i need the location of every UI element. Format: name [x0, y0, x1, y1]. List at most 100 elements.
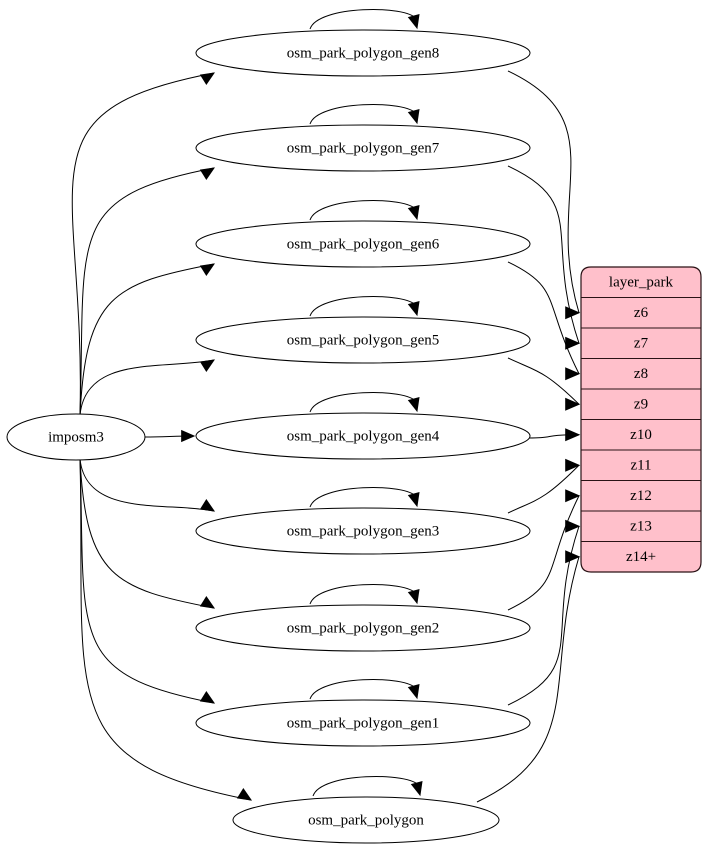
edge-path: [79, 458, 215, 512]
arrowhead-icon: [199, 499, 216, 512]
node-shape-ellipse: [232, 796, 500, 844]
node-imposm3[interactable]: imposm3: [6, 413, 146, 461]
arrowhead-icon: [236, 788, 253, 801]
node-label-osm_park_polygon: osm_park_polygon: [308, 812, 424, 828]
self-loop-edge-osm_park_polygon_gen6: [309, 200, 420, 221]
node-label-osm_park_polygon_gen8: osm_park_polygon_gen8: [287, 45, 439, 61]
arrowhead-icon: [565, 489, 581, 503]
node-label-osm_park_polygon_gen1: osm_park_polygon_gen1: [287, 715, 439, 731]
self-loop-path: [309, 104, 417, 125]
edge-path: [507, 165, 580, 344]
self-loop-path: [309, 200, 417, 221]
arrowhead-icon: [407, 684, 420, 700]
node-label-imposm3: imposm3: [48, 429, 104, 445]
node-osm_park_polygon_gen4[interactable]: osm_park_polygon_gen4: [195, 412, 531, 460]
edge-osm_park_polygon_gen8-to-layer-park-row: [507, 70, 581, 320]
arrowhead-icon: [407, 14, 420, 30]
node-label-osm_park_polygon_gen4: osm_park_polygon_gen4: [287, 428, 440, 444]
edge-path: [79, 458, 252, 801]
self-loop-edge-osm_park_polygon_gen5: [309, 296, 420, 317]
node-shape-ellipse: [195, 412, 531, 460]
node-shape-ellipse: [195, 29, 531, 77]
arrowhead-icon: [565, 458, 581, 472]
arrowhead-icon: [407, 205, 420, 221]
arrowhead-icon: [199, 167, 216, 180]
arrowhead-icon: [199, 359, 216, 372]
edge-path: [79, 458, 215, 609]
self-loop-path: [312, 776, 420, 797]
node-shape-ellipse: [195, 699, 531, 747]
edge-imposm3-to-osm_park_polygon_gen4: [144, 429, 196, 443]
arrowhead-icon: [565, 428, 581, 442]
arrowhead-icon: [407, 492, 420, 508]
arrowhead-icon: [407, 589, 420, 605]
table-row-z9[interactable]: z9: [634, 397, 648, 413]
table-row-z11[interactable]: z11: [630, 458, 651, 474]
self-loop-edge-osm_park_polygon_gen2: [309, 584, 420, 605]
node-osm_park_polygon_gen6[interactable]: osm_park_polygon_gen6: [195, 220, 531, 268]
self-loop-path: [309, 296, 417, 317]
edge-imposm3-to-osm_park_polygon_gen1: [79, 458, 216, 704]
self-loop-path: [309, 679, 417, 700]
node-osm_park_polygon_gen2[interactable]: osm_park_polygon_gen2: [195, 604, 531, 652]
self-loop-edge-osm_park_polygon_gen7: [309, 104, 420, 125]
node-osm_park_polygon_gen8[interactable]: osm_park_polygon_gen8: [195, 29, 531, 77]
table-row-z14plus[interactable]: z14+: [626, 549, 656, 565]
self-loop-path: [309, 9, 417, 30]
edge-path: [79, 359, 215, 416]
edge-path: [507, 495, 580, 611]
edge-path: [507, 526, 580, 706]
edge-osm_park_polygon_gen4-to-layer-park-row: [528, 428, 581, 442]
table-row-z12[interactable]: z12: [630, 488, 652, 504]
edge-path: [71, 72, 215, 416]
layer-park-table-header: layer_park: [609, 275, 674, 291]
arrowhead-icon: [199, 263, 216, 276]
node-shape-ellipse: [195, 507, 531, 555]
node-osm_park_polygon_gen1[interactable]: osm_park_polygon_gen1: [195, 699, 531, 747]
arrowhead-icon: [199, 691, 216, 704]
layer-park-table[interactable]: layer_park z6 z7 z8 z9 z10 z11 z12 z13 z14+: [580, 266, 702, 573]
node-osm_park_polygon_gen5[interactable]: osm_park_polygon_gen5: [195, 316, 531, 364]
edge-path: [507, 70, 580, 313]
nodes-layer: imposm3 osm_park_polygon_gen8 osm_park_pol…: [6, 29, 531, 844]
self-loop-edge-osm_park_polygon: [312, 776, 423, 797]
node-shape-ellipse: [195, 124, 531, 172]
edges-layer: [71, 9, 581, 803]
edge-osm_park_polygon_gen6-to-layer-park-row: [507, 261, 581, 381]
arrowhead-icon: [410, 781, 423, 797]
edge-osm_park_polygon_gen7-to-layer-park-row: [507, 165, 581, 350]
edge-path: [79, 263, 215, 416]
node-label-osm_park_polygon_gen5: osm_park_polygon_gen5: [287, 332, 439, 348]
arrowhead-icon: [565, 519, 581, 533]
arrowhead-icon: [565, 367, 581, 381]
self-loop-path: [309, 392, 417, 413]
table-row-z10[interactable]: z10: [630, 427, 652, 443]
node-label-osm_park_polygon_gen6: osm_park_polygon_gen6: [287, 236, 440, 252]
node-osm_park_polygon_gen7[interactable]: osm_park_polygon_gen7: [195, 124, 531, 172]
edge-osm_park_polygon-to-layer-park-row: [476, 550, 581, 803]
edge-imposm3-to-osm_park_polygon_gen2: [79, 458, 216, 609]
edge-osm_park_polygon_gen2-to-layer-park-row: [507, 489, 581, 611]
node-label-osm_park_polygon_gen2: osm_park_polygon_gen2: [287, 620, 439, 636]
table-row-z8[interactable]: z8: [634, 366, 648, 382]
node-shape-ellipse: [195, 604, 531, 652]
table-row-z7[interactable]: z7: [634, 336, 649, 352]
arrowhead-icon: [565, 306, 581, 320]
table-row-z13[interactable]: z13: [630, 519, 652, 535]
arrowhead-icon: [199, 596, 216, 609]
edge-imposm3-to-osm_park_polygon_gen6: [79, 263, 216, 416]
arrowhead-icon: [407, 109, 420, 125]
self-loop-edge-osm_park_polygon_gen4: [309, 392, 420, 413]
arrowhead-icon: [565, 550, 581, 564]
arrowhead-icon: [407, 397, 420, 413]
self-loop-edge-osm_park_polygon_gen1: [309, 679, 420, 700]
edge-imposm3-to-osm_park_polygon_gen3: [79, 458, 216, 512]
node-label-osm_park_polygon_gen3: osm_park_polygon_gen3: [287, 523, 439, 539]
table-row-z6[interactable]: z6: [634, 305, 649, 321]
arrowhead-icon: [565, 336, 581, 350]
node-osm_park_polygon_gen3[interactable]: osm_park_polygon_gen3: [195, 507, 531, 555]
node-shape-ellipse: [195, 220, 531, 268]
edge-path: [79, 167, 215, 416]
node-osm_park_polygon[interactable]: osm_park_polygon: [232, 796, 500, 844]
